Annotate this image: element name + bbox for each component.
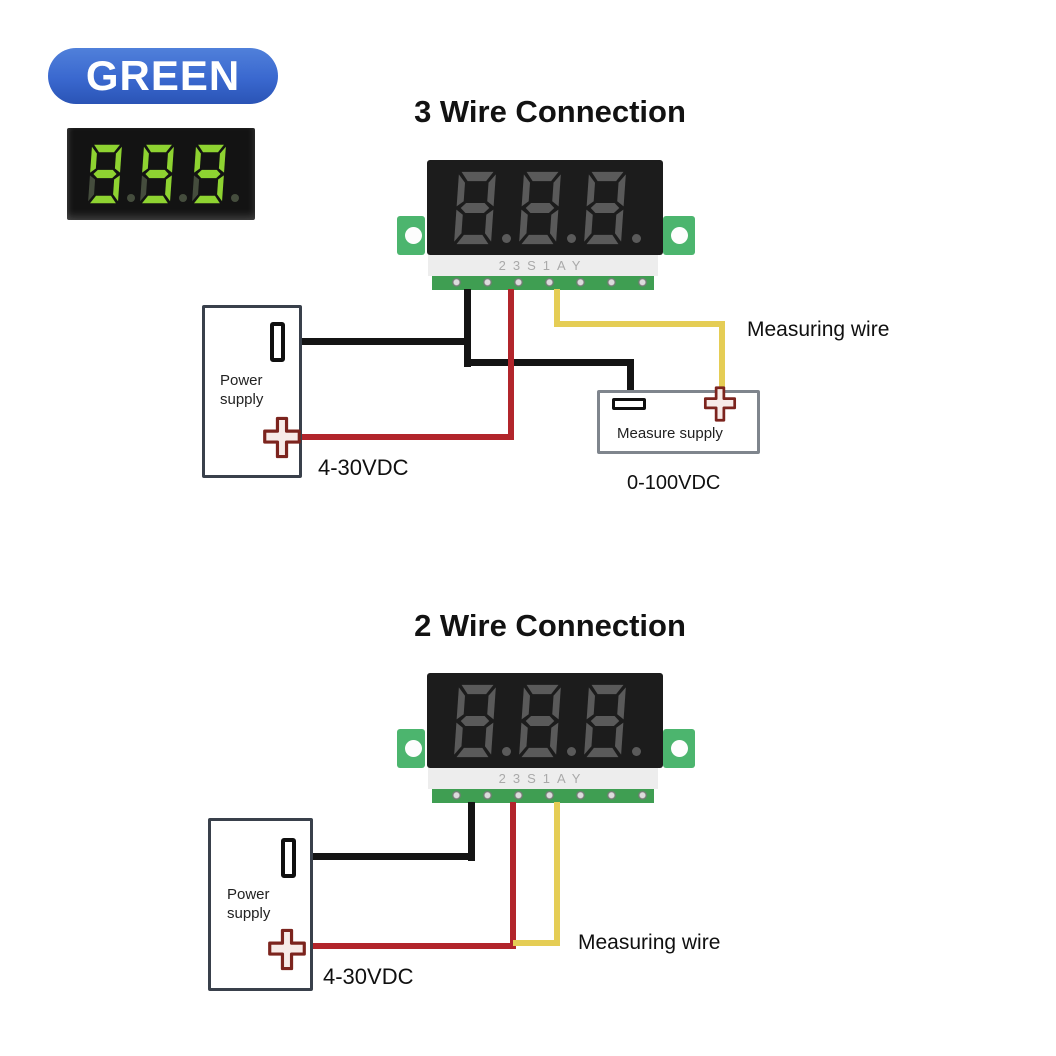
seven-segment-display [448, 679, 643, 763]
mounting-tab-right [663, 729, 695, 768]
minus-terminal [612, 398, 646, 410]
three-wire-title: 3 Wire Connection [414, 94, 686, 129]
wire-yellow-vertical [554, 802, 560, 946]
minus-terminal [281, 838, 296, 878]
wire-yellow-horizontal [554, 321, 725, 327]
module-display [427, 160, 663, 255]
wire-black-vertical [464, 289, 471, 367]
plus-terminal [262, 414, 302, 461]
board-label: 23S1AY [498, 771, 588, 786]
wire-black-vertical [468, 802, 475, 861]
mounting-tab-left [397, 216, 425, 255]
seven-segment-display [448, 166, 643, 250]
measuring-wire-label: Measuring wire [747, 318, 890, 341]
power-supply-label: Power supply [227, 886, 271, 922]
two-wire-title: 2 Wire Connection [414, 608, 686, 643]
seven-segment-display [83, 140, 239, 208]
wire-red-to-power-supply [305, 943, 516, 949]
module-pcb-pins [432, 789, 654, 803]
measure-supply-voltage: 0-100VDC [627, 472, 721, 494]
power-supply-label: Power supply [220, 372, 264, 408]
module-board-band: 23S1AY [428, 768, 658, 789]
wire-red-vertical [510, 802, 516, 949]
wire-black-horizontal [464, 359, 634, 366]
wire-yellow-junction [513, 940, 560, 946]
module-pcb-pins [432, 276, 654, 290]
wire-red-vertical [508, 289, 514, 439]
wire-black-to-power-supply [300, 338, 471, 345]
voltmeter-module: 23S1AY [397, 152, 695, 297]
module-display [427, 673, 663, 768]
green-led-display-photo [67, 128, 255, 220]
power-supply-voltage: 4-30VDC [318, 455, 409, 480]
minus-terminal [270, 322, 285, 362]
mounting-hole [405, 227, 422, 244]
wire-black-to-power-supply [307, 853, 475, 860]
plus-terminal [703, 385, 737, 423]
voltmeter-module: 23S1AY [397, 665, 695, 810]
wire-red-to-power-supply [300, 434, 514, 440]
badge-label: GREEN [85, 52, 241, 99]
board-label: 23S1AY [498, 258, 588, 273]
wire-yellow-to-measure-supply [719, 321, 725, 390]
plus-terminal [267, 926, 307, 973]
power-supply-voltage: 4-30VDC [323, 964, 414, 989]
measuring-wire-label: Measuring wire [578, 931, 721, 954]
mounting-hole [671, 227, 688, 244]
measure-supply-label: Measure supply [617, 425, 723, 442]
wire-yellow-vertical [554, 289, 560, 327]
mounting-hole [405, 740, 422, 757]
color-variant-badge: GREEN [48, 48, 278, 104]
module-board-band: 23S1AY [428, 255, 658, 276]
mounting-hole [671, 740, 688, 757]
mounting-tab-right [663, 216, 695, 255]
wire-black-to-measure-supply [627, 359, 634, 394]
mounting-tab-left [397, 729, 425, 768]
